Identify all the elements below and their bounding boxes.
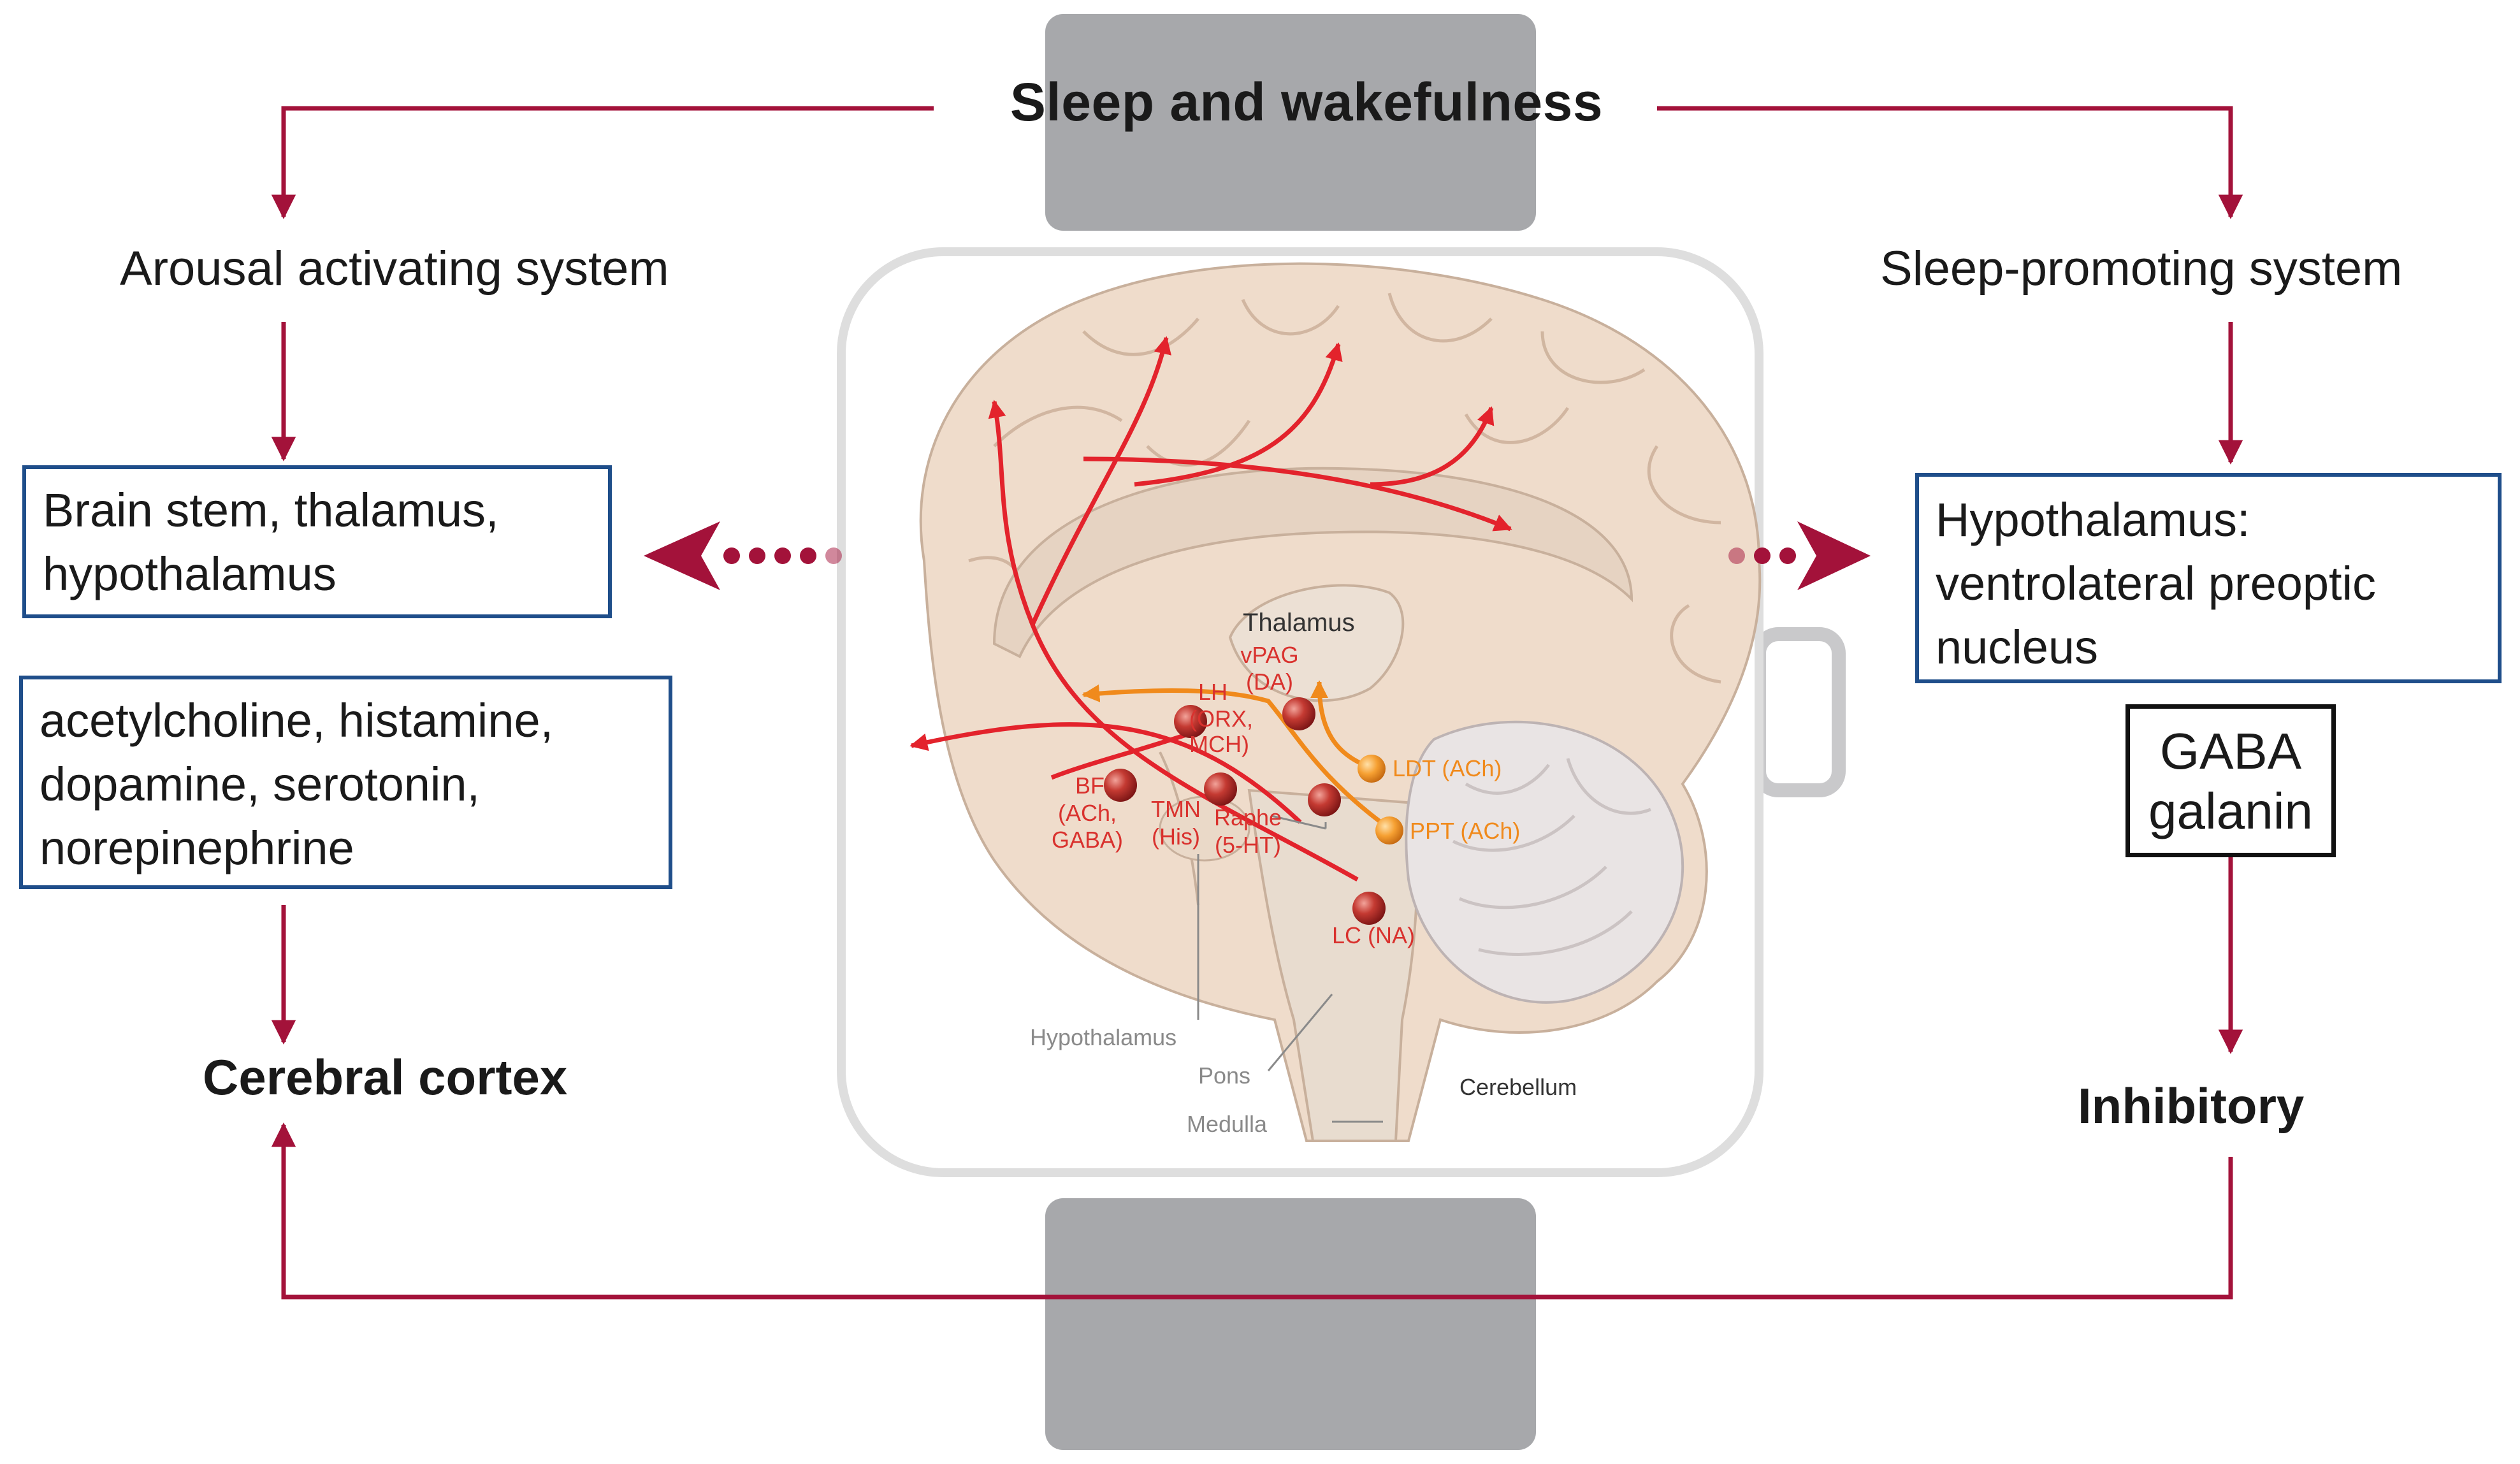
nucleus-ppt — [1375, 816, 1403, 844]
label-bf-sub2: GABA) — [1052, 827, 1123, 853]
watch-band-top — [1045, 14, 1536, 231]
neurotransmitters-line3: norepinephrine — [40, 822, 354, 874]
cerebral-cortex-label: Cerebral cortex — [203, 1049, 568, 1105]
label-thalamus: Thalamus — [1243, 609, 1355, 637]
leader-lines — [1197, 815, 1383, 1123]
brain-illustration: Thalamus vPAG (DA) LH (ORX, MCH) BF (ACh… — [909, 262, 1762, 1142]
gaba-line: GABA — [2159, 723, 2302, 779]
label-tmn-sub: (His) — [1152, 823, 1200, 850]
thalamus-region — [1228, 584, 1405, 702]
label-ppt: PPT (ACh) — [1410, 818, 1520, 844]
nucleus-ldt — [1358, 755, 1386, 783]
nucleus-vpag — [1282, 697, 1315, 730]
label-bf-sub1: (ACh, — [1058, 800, 1117, 826]
watch-crown — [1752, 627, 1846, 797]
arousal-structures-line2: hypothalamus — [43, 547, 337, 600]
label-lc: LC (NA) — [1332, 922, 1415, 948]
vlpo-line3: nucleus — [1936, 621, 2099, 674]
label-vpag-sub: (DA) — [1246, 669, 1293, 695]
arousal-structures-line1: Brain stem, thalamus, — [43, 484, 499, 537]
dotted-arrow-left — [644, 521, 842, 590]
gaba-galanin-box: GABA galanin — [2125, 704, 2336, 857]
watch-band-bottom — [1045, 1198, 1536, 1450]
label-hypothalamus: Hypothalamus — [1030, 1024, 1177, 1050]
nuclei — [1104, 697, 1403, 925]
neurotransmitters-line2: dopamine, serotonin, — [40, 758, 481, 811]
label-vpag: vPAG — [1240, 642, 1298, 668]
label-medulla: Medulla — [1187, 1111, 1268, 1137]
label-pons: Pons — [1198, 1062, 1250, 1089]
label-raphe: Raphe — [1214, 804, 1282, 830]
cerebellum-folia — [1452, 758, 1651, 956]
label-raphe-sub: (5-HT) — [1215, 832, 1281, 858]
sleep-system-label: Sleep-promoting system — [1880, 242, 2403, 296]
arrow-title-to-arousal — [271, 106, 934, 219]
label-bf: BF — [1075, 772, 1104, 799]
nucleus-lh — [1174, 705, 1207, 738]
arrow-title-to-sleep — [1657, 106, 2243, 219]
label-cerebellum: Cerebellum — [1459, 1074, 1577, 1100]
arrow-inhibitory-to-cortex — [271, 1122, 2233, 1300]
nucleus-bf — [1104, 769, 1137, 802]
label-lh: LH — [1198, 679, 1227, 705]
label-tmn: TMN — [1151, 796, 1201, 822]
nucleus-lc — [1352, 892, 1386, 925]
label-ldt: LDT (ACh) — [1393, 755, 1502, 781]
arousal-system-label: Arousal activating system — [120, 242, 669, 296]
nucleus-tmn — [1204, 772, 1237, 806]
nucleus-raphe — [1308, 783, 1341, 816]
vlpo-line1: Hypothalamus: — [1936, 493, 2250, 546]
vlpo-box: Hypothalamus: ventrolateral preoptic nuc… — [1915, 473, 2502, 683]
label-lh-sub2: MCH) — [1189, 731, 1249, 757]
arousal-projections — [909, 336, 1512, 882]
vlpo-line2: ventrolateral preoptic — [1936, 557, 2377, 610]
arousal-structures-box: Brain stem, thalamus, hypothalamus — [22, 465, 612, 618]
cerebellum-shape — [1405, 720, 1684, 1004]
brain-labels: Thalamus vPAG (DA) LH (ORX, MCH) BF (ACh… — [1030, 609, 1577, 1137]
label-lh-sub1: (ORX, — [1189, 706, 1253, 732]
page-title: Sleep and wakefulness — [1010, 72, 1604, 132]
galanin-line: galanin — [2148, 783, 2313, 839]
dotted-arrow-right — [1728, 521, 1871, 590]
neurotransmitters-box: acetylcholine, histamine, dopamine, sero… — [19, 676, 672, 889]
flow-connectors — [271, 106, 2243, 1300]
neurotransmitters-line1: acetylcholine, histamine, — [40, 694, 554, 747]
inhibitory-label: Inhibitory — [2078, 1078, 2305, 1134]
brain-gyri — [968, 293, 1721, 684]
